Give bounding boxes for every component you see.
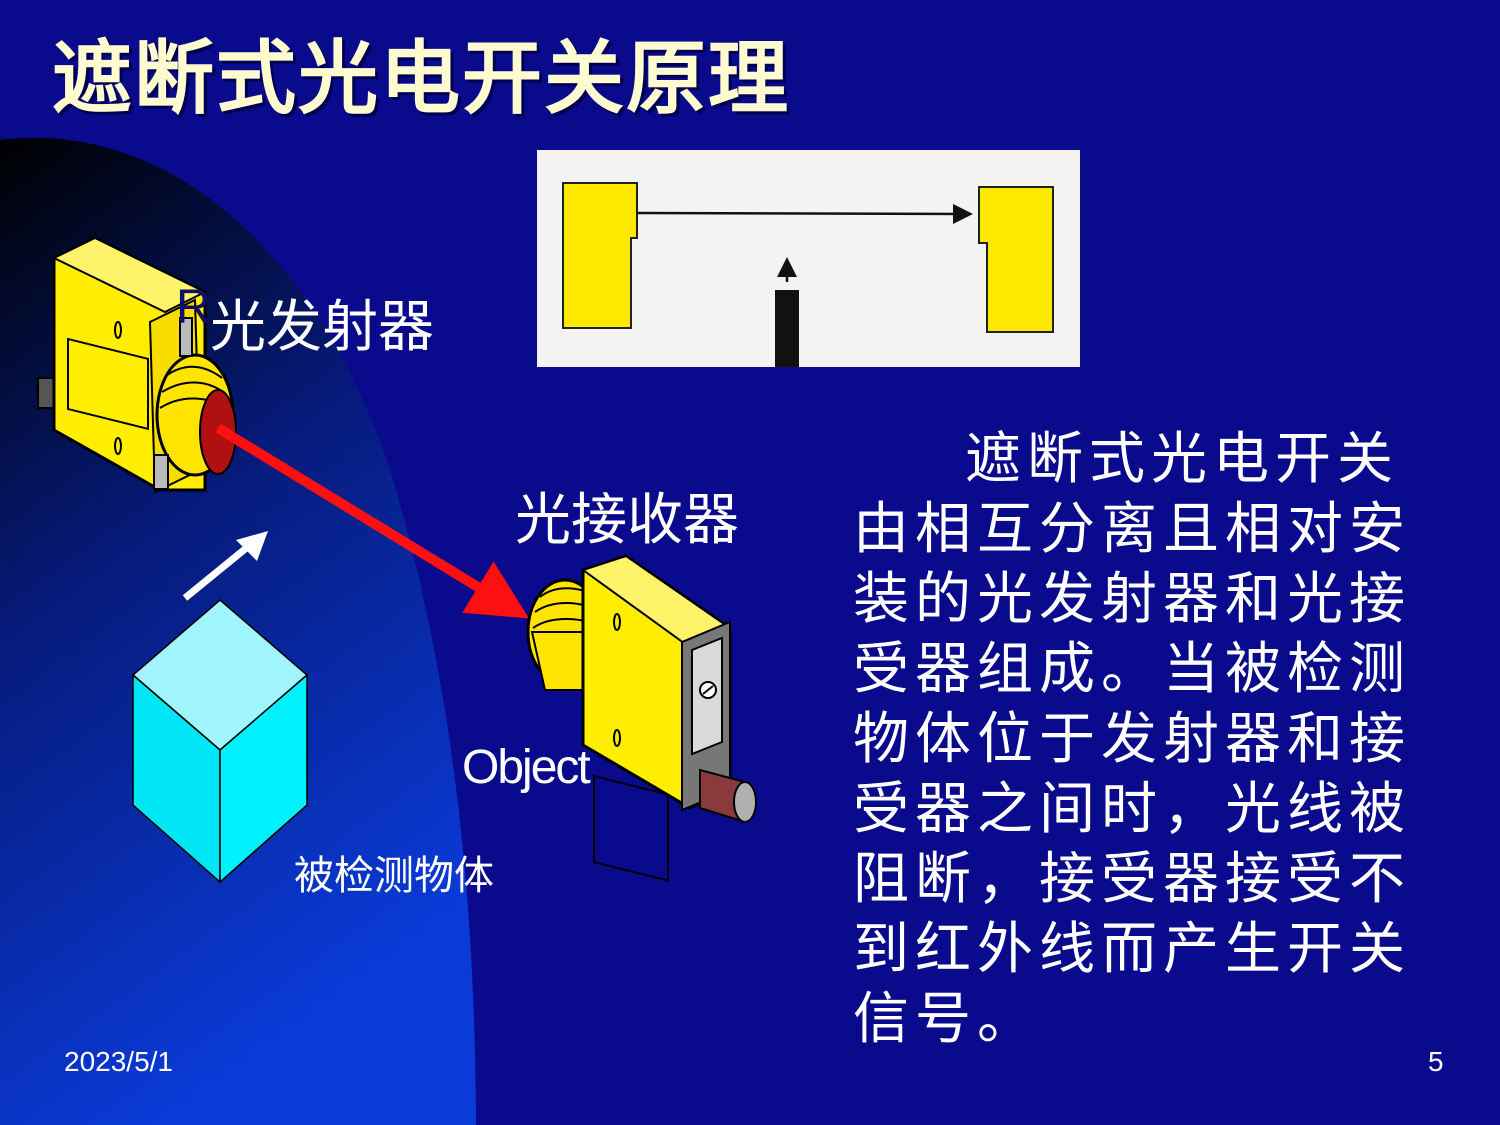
panel-receiver-block [978,186,1054,333]
panel-emitter-block [562,182,638,329]
overlapping-label-fragment: R [176,281,211,334]
emitter-label: 光发射器 [210,295,434,360]
description-paragraph: 遮断式光电开关由相互分离且相对安装的光发射器和光接受器组成。当被检测物体位于发射… [853,427,1411,1052]
emitter-sensor [37,236,237,494]
detected-object-cube [131,599,309,884]
object-motion-arrow [182,531,268,601]
receiver-label: 光接收器 [515,488,739,553]
panel-blocking-object [775,290,799,367]
object-label-chinese: 被检测物体 [294,853,494,899]
receiver-sensor [526,554,757,882]
light-beam-arrow [215,423,530,619]
object-label-english: Object [462,741,591,794]
principle-illustration-panel [537,150,1080,367]
slide-title: 遮断式光电开关原理 [52,32,790,125]
page-number: 5 [1428,1046,1444,1077]
footer-date: 2023/5/1 [64,1046,173,1077]
panel-beam-arrow [636,203,973,224]
